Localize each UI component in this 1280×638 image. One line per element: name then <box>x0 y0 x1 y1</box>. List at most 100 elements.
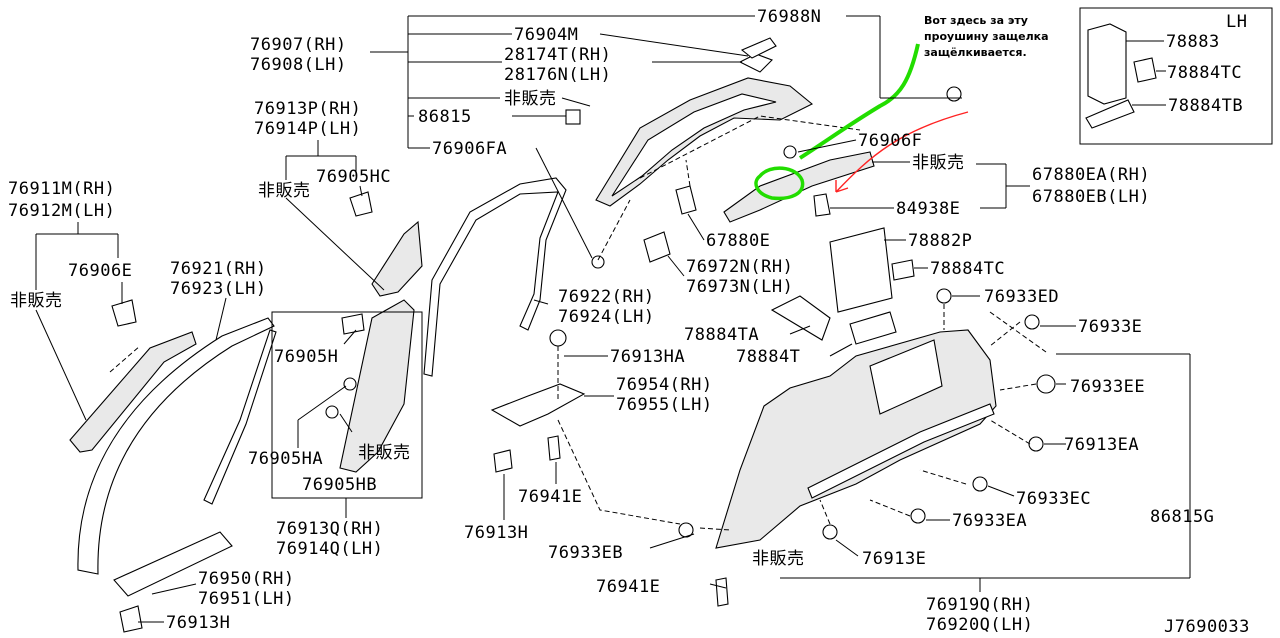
label-76907: 76907(RH) <box>250 35 347 55</box>
label-67880eb: 67880EB(LH) <box>1032 187 1150 207</box>
highlight-line <box>798 43 920 160</box>
clip-76933e-shape <box>1024 314 1040 330</box>
clip-76905h-shape <box>341 313 365 335</box>
label-nfs-mid: 非販売 <box>358 443 411 463</box>
clip-76906e-shape <box>111 299 137 327</box>
label-76914q: 76914Q(LH) <box>276 539 383 559</box>
label-76921: 76921(RH) <box>170 259 267 279</box>
label-78884t: 78884T <box>736 347 800 367</box>
part-78882p-shape <box>829 227 893 313</box>
annotation-line-2: проушину защелка <box>924 30 1049 43</box>
label-76913ha: 76913HA <box>610 347 685 367</box>
part-67880ea-shape <box>723 151 875 223</box>
label-67880e: 67880E <box>706 231 770 251</box>
clip-76933ec-shape <box>972 476 988 492</box>
clip-76933ea-shape <box>910 508 926 524</box>
label-nfs-left: 非販売 <box>258 181 311 201</box>
left-parts <box>69 177 681 633</box>
part-76922-shape <box>423 177 567 377</box>
label-nfs-right: 非販売 <box>912 153 965 173</box>
label-28176n: 28176N(LH) <box>504 65 611 85</box>
label-76906e: 76906E <box>68 261 132 281</box>
label-76919q: 76919Q(RH) <box>926 595 1033 615</box>
inset-part-2: 78884TB <box>1168 96 1243 116</box>
label-76905hb: 76905HB <box>302 475 377 495</box>
clip-76905ha-shape <box>343 377 357 391</box>
label-76908: 76908(LH) <box>250 55 347 75</box>
highlight-circle <box>754 166 805 201</box>
part-78884ta-shape <box>770 295 831 341</box>
clip-76913h-shape <box>493 449 513 473</box>
part-76921-strip <box>203 329 277 505</box>
label-86815g: 86815G <box>1150 507 1214 527</box>
label-76904m: 76904M <box>514 25 578 45</box>
label-76941e-bottom: 76941E <box>596 577 660 597</box>
part-76950-shape <box>113 531 233 597</box>
upper-rear-trim <box>565 37 962 269</box>
label-76933ec: 76933EC <box>1016 489 1091 509</box>
part-78884tc-shape <box>1133 57 1157 83</box>
floor-rail <box>807 403 995 499</box>
part-78884t-shape <box>849 311 897 345</box>
label-nfs-far-left: 非販売 <box>10 291 63 311</box>
inset-frame <box>1079 7 1273 145</box>
upper-trim-inner <box>611 93 777 197</box>
clip-76906f-shape <box>783 145 797 159</box>
label-76924: 76924(LH) <box>558 307 655 327</box>
part-78884tc-main-shape <box>891 259 915 281</box>
label-76912m: 76912M(LH) <box>8 201 115 221</box>
clip-76933ed-shape <box>936 288 952 304</box>
clip-86815-shape <box>565 109 581 125</box>
lower-quarter-trim <box>678 227 1056 607</box>
part-76988n-shape <box>740 37 777 59</box>
label-76913e: 76913E <box>862 549 926 569</box>
part-76911m-shape <box>69 331 197 453</box>
label-76973n: 76973N(LH) <box>686 277 793 297</box>
part-67880e-shape <box>675 185 697 215</box>
label-76933ea: 76933EA <box>952 511 1027 531</box>
label-76905h: 76905H <box>274 347 338 367</box>
label-76906fa: 76906FA <box>432 139 507 159</box>
label-nfs-top: 非販売 <box>504 89 557 109</box>
clip-top-right-shape <box>946 86 962 102</box>
part-76913q-shape <box>339 299 415 473</box>
label-76954: 76954(RH) <box>616 375 713 395</box>
label-84938e: 84938E <box>896 199 960 219</box>
label-76913h-bottom: 76913H <box>166 613 230 633</box>
net-pocket <box>869 339 943 415</box>
group-box-76913q <box>271 311 423 499</box>
label-76913q: 76913Q(RH) <box>276 519 383 539</box>
label-76913p: 76913P(RH) <box>254 99 361 119</box>
label-86815: 86815 <box>418 107 472 127</box>
part-76972n-shape <box>643 231 671 263</box>
part-76921-shape <box>77 317 275 575</box>
label-76920q: 76920Q(LH) <box>926 615 1033 635</box>
clip-76905hb-shape <box>325 405 339 419</box>
leader-lines <box>35 15 1191 623</box>
pointer-arrow <box>835 111 969 193</box>
label-76914p: 76914P(LH) <box>254 119 361 139</box>
clip-76913e-shape <box>822 524 838 540</box>
label-76933eb: 76933EB <box>548 543 623 563</box>
label-nfs-bottom: 非販売 <box>752 549 805 569</box>
part-76913p-shape <box>371 220 423 297</box>
label-76905ha: 76905HA <box>248 449 323 469</box>
inset-title: LH <box>1226 12 1247 32</box>
label-78882p: 78882P <box>908 231 972 251</box>
label-76933e: 76933E <box>1078 317 1142 337</box>
label-76933ee: 76933EE <box>1070 377 1145 397</box>
upper-trim-panel <box>595 77 814 207</box>
label-78884tc: 78884TC <box>930 259 1005 279</box>
part-78883-shape <box>1087 23 1127 105</box>
label-76913ea: 76913EA <box>1064 435 1139 455</box>
part-76904m-shape <box>738 53 773 73</box>
part-78884tb-shape <box>1085 99 1135 129</box>
label-76911m: 76911M(RH) <box>8 179 115 199</box>
label-76941e: 76941E <box>518 487 582 507</box>
part-84938e-shape <box>813 193 831 217</box>
clip-76941e-shape <box>547 435 561 461</box>
clip-76933ee-shape <box>1036 374 1056 394</box>
label-78884ta: 78884TA <box>684 325 759 345</box>
